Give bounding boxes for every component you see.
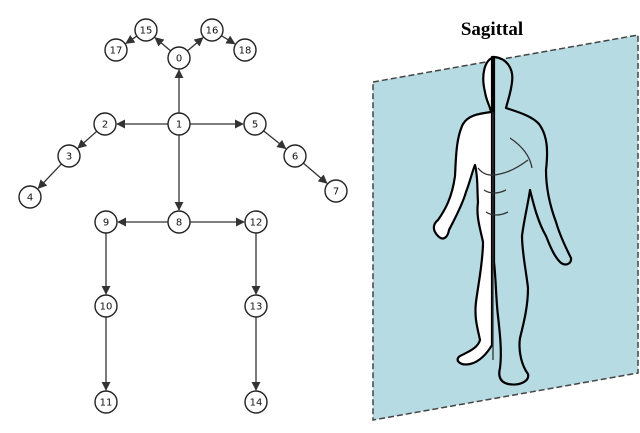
keypoint-node-3: 3	[57, 144, 81, 168]
keypoint-circle	[134, 18, 158, 42]
edge-2-to-3	[77, 130, 98, 149]
keypoint-label: 9	[103, 218, 109, 229]
edge-16-to-18	[221, 35, 236, 45]
keypoint-circle	[167, 46, 191, 70]
keypoint-node-14: 14	[244, 390, 268, 414]
keypoint-label: 13	[250, 302, 263, 313]
keypoint-circle	[167, 210, 191, 234]
keypoint-circle	[324, 179, 348, 203]
keypoint-label: 10	[100, 302, 113, 313]
plane-title: Sagittal	[461, 19, 523, 40]
keypoint-circle	[104, 38, 128, 62]
keypoint-circle	[244, 390, 268, 414]
keypoint-circle	[57, 144, 81, 168]
edge-3-to-4	[37, 163, 62, 189]
skeleton-edges	[37, 35, 328, 391]
sagittal-plane-illustration: Sagittal	[372, 19, 639, 421]
keypoint-node-10: 10	[94, 294, 118, 318]
keypoint-label: 6	[292, 152, 298, 163]
keypoint-label: 1	[176, 120, 182, 131]
keypoint-label: 14	[250, 398, 263, 409]
keypoint-node-17: 17	[104, 38, 128, 62]
keypoint-node-13: 13	[244, 294, 268, 318]
keypoint-label: 7	[333, 187, 339, 198]
human-figure-outline	[432, 55, 573, 386]
edge-5-to-6	[263, 130, 287, 150]
keypoint-circle	[283, 144, 307, 168]
keypoint-node-18: 18	[233, 38, 257, 62]
edge-0-to-16	[186, 37, 204, 52]
keypoint-label: 3	[66, 152, 72, 163]
keypoint-label: 11	[100, 398, 113, 409]
keypoint-circle	[233, 38, 257, 62]
keypoint-label: 16	[206, 26, 219, 37]
keypoint-circle	[94, 390, 118, 414]
keypoint-label: 0	[176, 54, 182, 65]
keypoint-circle	[243, 112, 267, 136]
keypoint-label: 18	[239, 46, 252, 57]
keypoint-label: 17	[110, 46, 123, 57]
keypoint-circle	[93, 112, 117, 136]
keypoint-circle	[244, 294, 268, 318]
keypoint-label: 15	[140, 26, 153, 37]
keypoint-node-5: 5	[243, 112, 267, 136]
keypoint-circle	[94, 294, 118, 318]
edge-6-to-7	[302, 162, 328, 184]
keypoint-node-1: 1	[167, 112, 191, 136]
keypoint-node-15: 15	[134, 18, 158, 42]
keypoint-circle	[244, 210, 268, 234]
keypoint-circle	[200, 18, 224, 42]
keypoint-circle	[18, 185, 42, 209]
keypoint-label: 5	[252, 120, 258, 131]
keypoint-node-11: 11	[94, 390, 118, 414]
keypoint-circle	[167, 112, 191, 136]
keypoint-label: 12	[250, 218, 263, 229]
keypoint-label: 8	[176, 218, 182, 229]
keypoint-node-12: 12	[244, 210, 268, 234]
keypoint-node-0: 0	[167, 46, 191, 70]
keypoint-label: 4	[27, 193, 33, 204]
keypoint-node-2: 2	[93, 112, 117, 136]
keypoint-node-8: 8	[167, 210, 191, 234]
keypoint-node-9: 9	[94, 210, 118, 234]
keypoint-node-7: 7	[324, 179, 348, 203]
keypoint-circle	[94, 210, 118, 234]
keypoint-node-6: 6	[283, 144, 307, 168]
keypoint-node-4: 4	[18, 185, 42, 209]
edge-0-to-15	[154, 37, 172, 52]
keypoint-label: 2	[102, 120, 108, 131]
edge-15-to-17	[125, 35, 138, 44]
keypoint-node-16: 16	[200, 18, 224, 42]
